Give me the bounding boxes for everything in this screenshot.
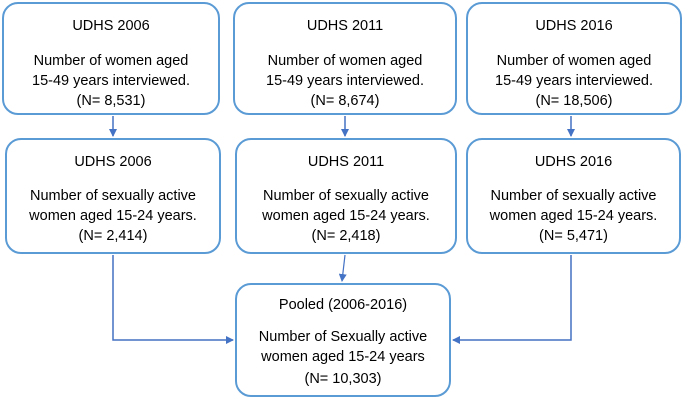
box-description-line: women aged 15-24 years.	[489, 208, 658, 224]
pooled-box: Pooled (2006-2016) Number of Sexually ac…	[235, 283, 451, 397]
box-description-line: Number of sexually active	[29, 188, 196, 204]
udhs-2006-interviewed-box: UDHS 2006 Number of women aged 15-49 yea…	[2, 2, 220, 115]
box-description: Number of sexually active women aged 15-…	[468, 186, 679, 226]
sample-size: (N= 8,531)	[76, 93, 146, 109]
box-title: Pooled (2006-2016)	[278, 297, 408, 313]
arrow-2016-active-to-pooled	[452, 255, 572, 344]
box-description-line: Number of women aged	[496, 53, 652, 69]
arrow-2006-active-to-pooled	[112, 255, 234, 344]
box-description-line: 15-49 years interviewed.	[266, 73, 424, 89]
sample-size: (N= 2,414)	[78, 228, 148, 244]
box-description-line: 15-49 years interviewed.	[495, 73, 653, 89]
box-title: UDHS 2011	[306, 18, 384, 34]
box-description: Number of women aged 15-49 years intervi…	[4, 51, 218, 91]
box-description-line: Number of sexually active	[262, 188, 429, 204]
box-description-line: women aged 15-24 years.	[262, 208, 430, 224]
sample-size: (N= 10,303)	[304, 371, 382, 387]
box-description: Number of women aged 15-49 years intervi…	[468, 51, 680, 91]
sample-size: (N= 2,418)	[311, 228, 381, 244]
box-title: UDHS 2016	[535, 18, 613, 34]
udhs-2006-sexually-active-box: UDHS 2006 Number of sexually active wome…	[5, 138, 221, 254]
box-description-line: women aged 15-24 years.	[29, 208, 197, 224]
udhs-2016-sexually-active-box: UDHS 2016 Number of sexually active wome…	[466, 138, 681, 254]
box-description: Number of sexually active women aged 15-…	[237, 186, 455, 226]
sample-size: (N= 8,674)	[310, 93, 380, 109]
box-title: UDHS 2006	[72, 18, 150, 34]
sample-size: (N= 5,471)	[539, 228, 608, 244]
box-title: UDHS 2011	[307, 154, 385, 170]
box-description-line: women aged 15-24 years	[261, 349, 425, 365]
box-description: Number of sexually active women aged 15-…	[7, 186, 219, 226]
box-description-line: Number of women aged	[267, 53, 423, 69]
box-description-line: Number of sexually active	[490, 188, 657, 204]
box-title: UDHS 2006	[74, 154, 152, 170]
box-description: Number of women aged 15-49 years intervi…	[235, 51, 455, 91]
udhs-2011-sexually-active-box: UDHS 2011 Number of sexually active wome…	[235, 138, 457, 254]
box-description-line: Number of Sexually active	[258, 329, 428, 345]
sample-size: (N= 18,506)	[535, 93, 613, 109]
arrow-2011-active-to-pooled	[338, 254, 347, 282]
udhs-2011-interviewed-box: UDHS 2011 Number of women aged 15-49 yea…	[233, 2, 457, 115]
udhs-2016-interviewed-box: UDHS 2016 Number of women aged 15-49 yea…	[466, 2, 682, 115]
box-title: UDHS 2016	[534, 154, 613, 170]
box-description-line: 15-49 years interviewed.	[32, 73, 190, 89]
box-description: Number of Sexually active women aged 15-…	[237, 327, 449, 367]
box-description-line: Number of women aged	[33, 53, 189, 69]
